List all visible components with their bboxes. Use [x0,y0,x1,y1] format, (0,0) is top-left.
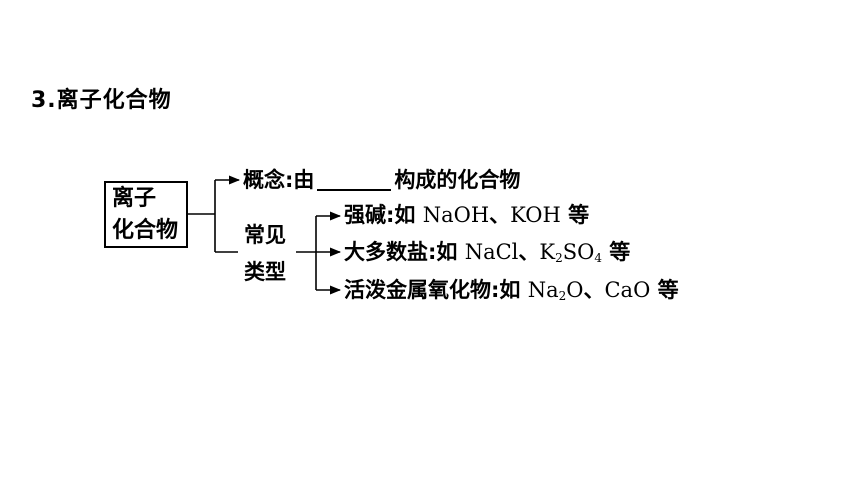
common-types-label-line1: 常见 [244,223,286,247]
concept-blank[interactable] [317,169,392,191]
type-prefix: 如 [499,278,528,302]
type-prefix: 如 [394,203,423,227]
list-comma: 、 [518,240,540,264]
concept-label: 概念 [243,168,285,192]
type-separator: : [491,278,500,302]
concept-separator: : [285,168,294,192]
type-name: 强碱 [344,203,386,227]
formula-na2o: Na2O [527,278,584,303]
type-name: 活泼金属氧化物 [344,278,491,302]
root-node-label-line2: 化合物 [112,218,179,243]
list-comma: 、 [583,278,605,302]
type-suffix: 等 [650,278,679,302]
section-heading: 3.离子化合物 [31,88,172,113]
root-node-box [104,181,188,248]
concept-suffix: 构成的化合物 [394,168,521,192]
type-separator: : [428,240,437,264]
common-types-label-line2: 类型 [244,260,286,284]
formula-koh: KOH [510,203,561,227]
type-row-strong-base: 强碱:如 NaOH、KOH 等 [344,205,589,226]
type-name: 大多数盐 [344,240,428,264]
type-prefix: 如 [436,240,465,264]
formula-cao: CaO [604,278,651,302]
formula-nacl: NaCl [464,240,519,264]
type-row-salts: 大多数盐:如 NaCl、K2SO4 等 [344,240,631,265]
type-separator: : [386,203,395,227]
type-suffix: 等 [560,203,590,227]
root-node-label-line1: 离子 [112,186,157,211]
type-suffix: 等 [602,240,631,264]
type-row-metal-oxides: 活泼金属氧化物:如 Na2O、CaO 等 [344,278,679,303]
concept-prefix: 由 [293,168,315,192]
concept-row: 概念:由 构成的化合物 [243,169,520,191]
list-comma: 、 [489,203,511,227]
formula-k2so4: K2SO4 [539,240,602,265]
formula-naoh: NaOH [422,203,490,227]
